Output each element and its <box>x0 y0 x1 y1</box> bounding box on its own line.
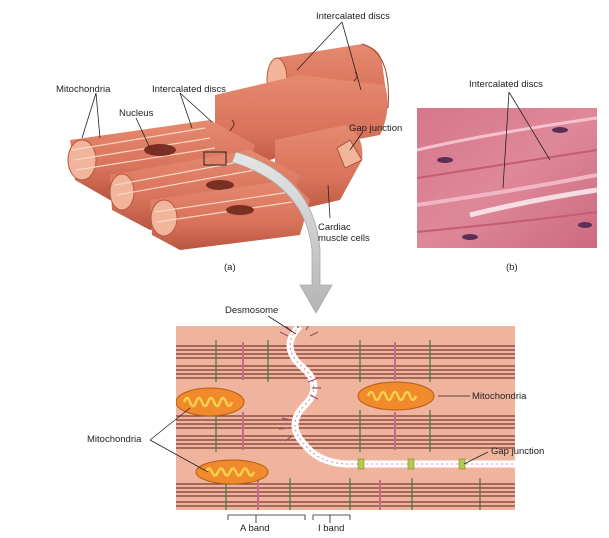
mitochondrion-left-lower <box>195 459 269 485</box>
label-mitochondria-panel-a: Mitochondria <box>56 84 111 95</box>
panel-a-illustration <box>67 21 389 250</box>
nucleus-shape <box>144 144 176 156</box>
myofibrils <box>176 345 515 507</box>
label-intercalated-discs-mid: Intercalated discs <box>152 84 226 95</box>
detail-diagram <box>149 315 515 523</box>
cardiac-cell-front-bottom <box>150 180 310 250</box>
panel-b-leader-lines <box>502 91 551 189</box>
label-intercalated-discs-panel-b: Intercalated discs <box>469 79 543 90</box>
label-desmosome: Desmosome <box>225 305 279 316</box>
mitochondrion-left-upper <box>176 387 245 417</box>
label-cardiac-line1: Cardiac <box>318 222 351 233</box>
panel-a-label: (a) <box>224 262 236 273</box>
label-cardiac-line2: muscle cells <box>318 233 370 244</box>
m-lines <box>242 342 396 510</box>
panel-a-leader-lines <box>81 21 363 219</box>
z-lines <box>215 340 481 510</box>
label-gap-junction-panel-a: Gap junction <box>349 123 403 134</box>
detail-leader-lines <box>149 315 489 523</box>
label-a-band: A band <box>240 523 270 534</box>
label-i-band: I band <box>318 523 345 534</box>
label-mitochondria-left: Mitochondria <box>87 434 142 445</box>
zoom-arrow <box>231 151 333 314</box>
label-gap-junction-detail: Gap junction <box>491 446 545 457</box>
zoom-region-box <box>203 151 227 166</box>
label-intercalated-discs-top: Intercalated discs <box>316 11 390 22</box>
micrograph-texture <box>417 116 597 240</box>
desmosomes <box>278 326 321 442</box>
label-mitochondria-right: Mitochondria <box>472 391 527 402</box>
panel-b-label: (b) <box>506 262 518 273</box>
label-nucleus: Nucleus <box>119 108 154 119</box>
gap-junctions <box>357 458 466 470</box>
mitochondrion-right <box>357 381 435 411</box>
panel-b-micrograph <box>417 91 597 248</box>
